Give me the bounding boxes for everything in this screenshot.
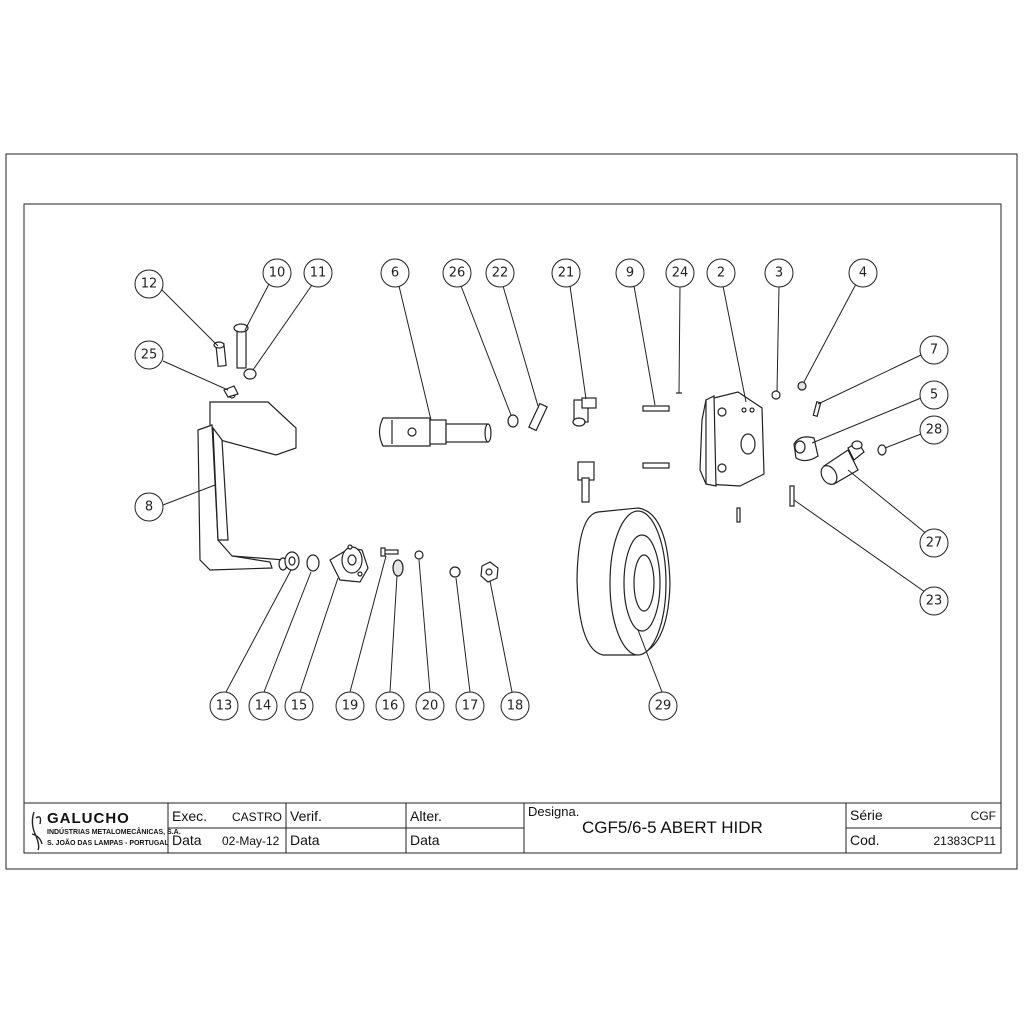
svg-text:2: 2 bbox=[717, 266, 725, 281]
part-25-clip bbox=[223, 385, 239, 398]
svg-text:16: 16 bbox=[382, 699, 399, 714]
balloon-29: 29 bbox=[648, 691, 678, 721]
balloon-11: 11 bbox=[303, 258, 333, 288]
part-18-nut bbox=[480, 561, 499, 583]
balloon-25: 25 bbox=[134, 340, 164, 370]
part-12-pin bbox=[213, 341, 227, 368]
part-2-bracket bbox=[699, 391, 765, 523]
balloon-28: 28 bbox=[919, 415, 949, 445]
svg-text:14: 14 bbox=[255, 699, 272, 714]
balloon-4: 4 bbox=[848, 258, 878, 288]
part-29-wheel bbox=[576, 507, 671, 656]
balloon-15: 15 bbox=[284, 691, 314, 721]
part-15-hub bbox=[329, 544, 369, 583]
svg-text:22: 22 bbox=[492, 266, 509, 281]
svg-text:15: 15 bbox=[291, 699, 308, 714]
svg-text:5: 5 bbox=[930, 388, 938, 403]
part-7-pin bbox=[812, 400, 822, 418]
balloon-10: 10 bbox=[262, 258, 292, 288]
part-14-seal bbox=[306, 554, 320, 572]
balloon-26: 26 bbox=[442, 258, 472, 288]
svg-text:13: 13 bbox=[216, 699, 233, 714]
svg-text:17: 17 bbox=[462, 699, 479, 714]
balloon-17: 17 bbox=[455, 691, 485, 721]
balloon-23: 23 bbox=[919, 586, 949, 616]
balloon-21: 21 bbox=[551, 258, 581, 288]
svg-text:28: 28 bbox=[926, 423, 943, 438]
svg-text:26: 26 bbox=[449, 266, 466, 281]
title-block-frame bbox=[23, 802, 1002, 854]
logo-emblem bbox=[31, 811, 43, 851]
outer-border bbox=[5, 153, 1018, 870]
svg-text:18: 18 bbox=[507, 699, 524, 714]
part-17-nut bbox=[449, 566, 461, 578]
part-21b-pivot bbox=[577, 461, 595, 503]
balloon-19: 19 bbox=[335, 691, 365, 721]
part-11-nut bbox=[243, 368, 257, 380]
part-13-washer bbox=[284, 551, 300, 571]
part-3-nut bbox=[771, 390, 781, 400]
part-16-bearing bbox=[392, 559, 404, 577]
svg-text:6: 6 bbox=[391, 266, 399, 281]
part-6-shaft bbox=[378, 417, 492, 447]
svg-text:24: 24 bbox=[672, 266, 689, 281]
part-23-pin bbox=[789, 485, 795, 507]
part-26-bushing bbox=[507, 414, 519, 428]
part-19-bolt bbox=[380, 547, 399, 557]
part-27-cylinder bbox=[820, 440, 865, 485]
svg-text:27: 27 bbox=[926, 536, 943, 551]
svg-text:11: 11 bbox=[310, 266, 327, 281]
balloon-7: 7 bbox=[919, 335, 949, 365]
balloon-22: 22 bbox=[485, 258, 515, 288]
svg-text:19: 19 bbox=[342, 699, 359, 714]
svg-text:12: 12 bbox=[141, 277, 158, 292]
balloon-27: 27 bbox=[919, 528, 949, 558]
part-4-nut bbox=[797, 381, 807, 391]
balloon-24: 24 bbox=[665, 258, 695, 288]
part-21-pivot bbox=[572, 397, 597, 427]
balloon-6: 6 bbox=[380, 258, 410, 288]
part-22-pin bbox=[528, 402, 548, 432]
svg-text:23: 23 bbox=[926, 594, 943, 609]
balloon-9: 9 bbox=[615, 258, 645, 288]
part-8-frame bbox=[197, 391, 297, 571]
svg-text:21: 21 bbox=[558, 266, 575, 281]
balloon-12: 12 bbox=[134, 269, 164, 299]
svg-text:29: 29 bbox=[655, 699, 672, 714]
svg-text:25: 25 bbox=[141, 348, 158, 363]
svg-text:9: 9 bbox=[626, 266, 634, 281]
svg-text:3: 3 bbox=[775, 266, 783, 281]
balloon-8: 8 bbox=[134, 492, 164, 522]
balloon-16: 16 bbox=[375, 691, 405, 721]
balloon-18: 18 bbox=[500, 691, 530, 721]
balloon-2: 2 bbox=[706, 258, 736, 288]
leader-lines bbox=[159, 283, 929, 693]
balloon-14: 14 bbox=[248, 691, 278, 721]
part-10-bolt bbox=[233, 323, 249, 369]
balloon-13: 13 bbox=[209, 691, 239, 721]
svg-text:8: 8 bbox=[145, 500, 153, 515]
part-28-clip bbox=[877, 444, 887, 456]
svg-text:10: 10 bbox=[269, 266, 286, 281]
part-5-fork bbox=[793, 436, 819, 462]
balloon-5: 5 bbox=[919, 380, 949, 410]
svg-text:4: 4 bbox=[859, 266, 867, 281]
svg-text:20: 20 bbox=[422, 699, 439, 714]
part-9-pin bbox=[642, 405, 670, 469]
inner-border bbox=[23, 203, 1002, 854]
balloon-20: 20 bbox=[415, 691, 445, 721]
svg-text:7: 7 bbox=[930, 343, 938, 358]
balloon-3: 3 bbox=[764, 258, 794, 288]
part-20-washer bbox=[414, 550, 424, 560]
